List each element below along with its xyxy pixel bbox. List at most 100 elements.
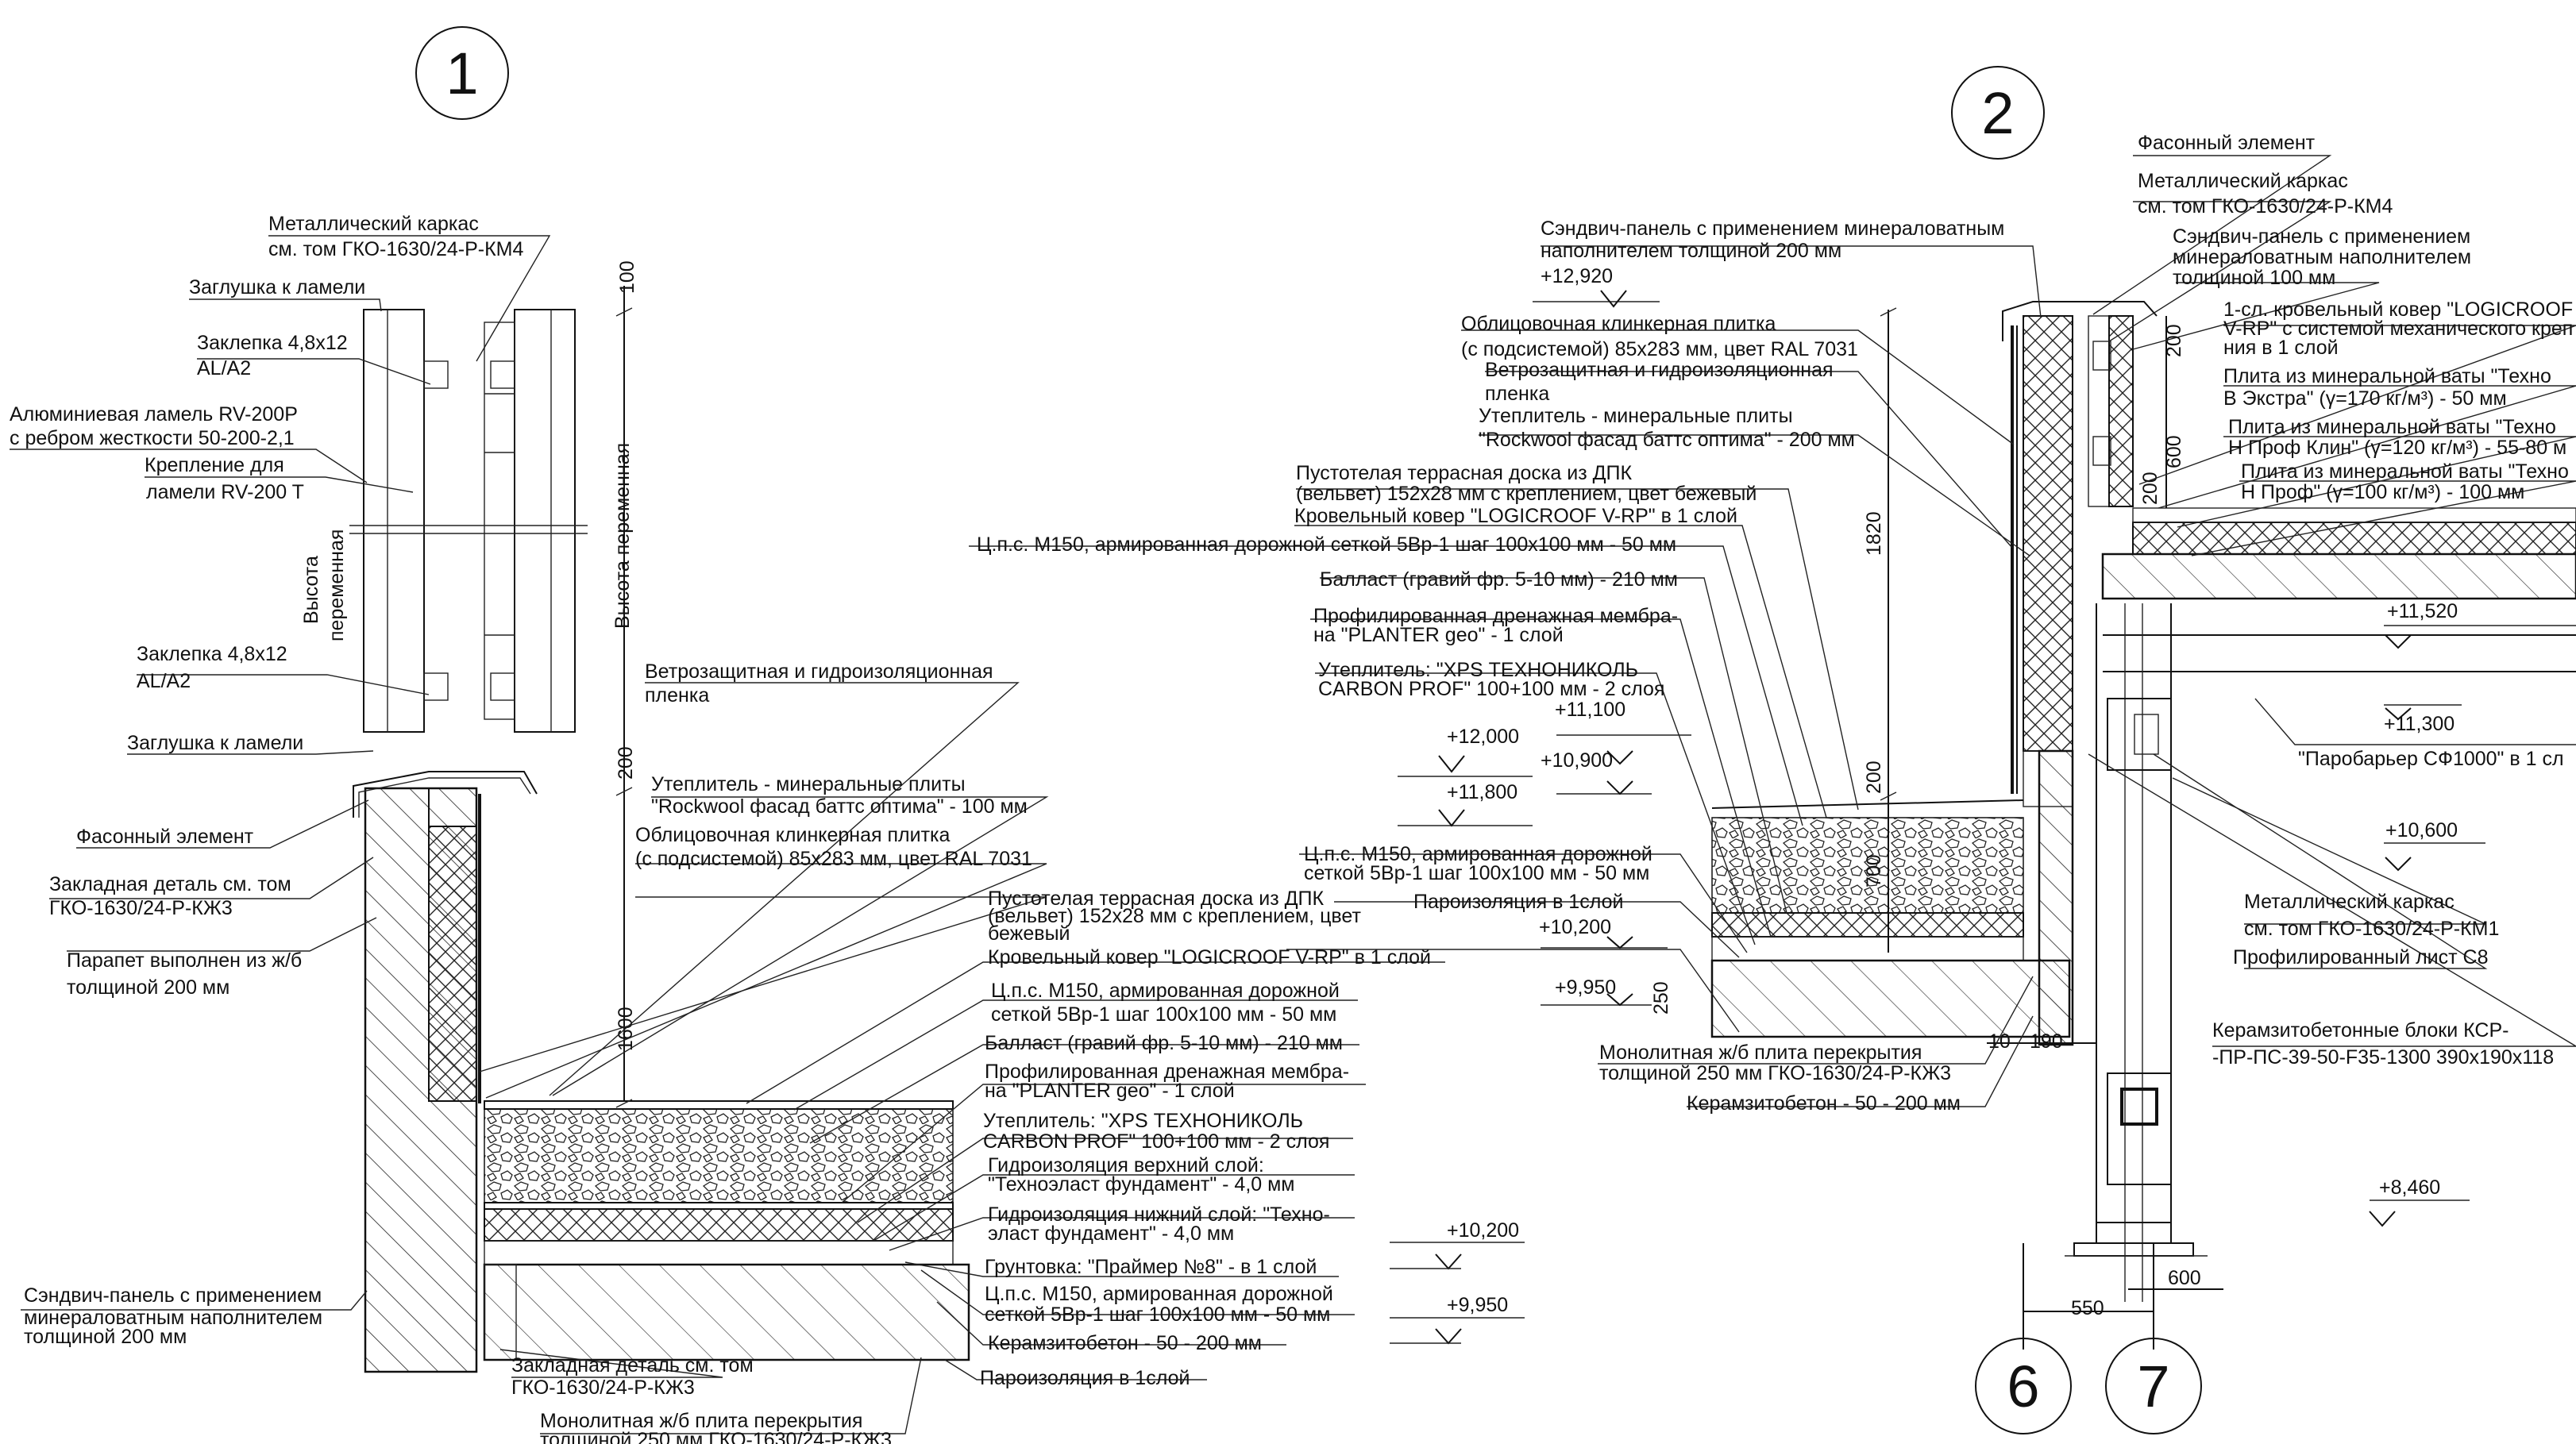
label: Гидроизоляция нижний слой: "Техно-: [988, 1203, 1330, 1226]
label: Фасонный элемент: [2138, 132, 2316, 154]
label: Плита из минеральной ваты "Техно: [2228, 416, 2556, 438]
label: Н Проф" (γ=100 кг/м³) - 100 мм: [2241, 481, 2524, 503]
label: V-RP" с системой механического креп: [2223, 318, 2573, 340]
dim-600-b: 600: [2168, 1267, 2201, 1289]
labels-detail-2: Фасонный элемент Металлический каркас см…: [977, 132, 2573, 1115]
label: ния в 1 слой: [2223, 337, 2339, 359]
label: CARBON PROF" 100+100 мм - 2 слоя: [1318, 678, 1664, 700]
dim-250: 250: [1650, 981, 1672, 1015]
sandwich-panel-100: [2108, 315, 2134, 507]
detail-1: 1 100: [10, 26, 1525, 1444]
label: Облицовочная клинкерная плитка: [1461, 313, 1776, 335]
height-variable-2: переменная: [326, 529, 348, 641]
height-variable-1: Высота: [300, 556, 322, 624]
label: Алюминиевая ламель RV-200P: [10, 403, 298, 425]
dim-height-variable: Высота переменная: [611, 443, 634, 629]
label: ГКО-1630/24-Р-КЖ3: [511, 1377, 695, 1399]
roof-insulation-right: [2132, 522, 2576, 555]
elev-label-9950: +9,950: [1447, 1294, 1508, 1316]
label: сеткой 5Вр-1 шаг 100x100 мм - 50 мм: [985, 1303, 1330, 1326]
elev-label-12920: +12,920: [1541, 265, 1613, 287]
label: Облицовочная клинкерная плитка: [635, 824, 951, 846]
dim-550: 550: [2071, 1297, 2104, 1319]
label: (с подсистемой) 85x283 мм, цвет RAL 7031: [1461, 338, 1858, 360]
label: "Rockwool фасад баттс оптима" - 200 мм: [1479, 429, 1855, 451]
label: см. том ГКО-1630/24-Р-КМ4: [268, 238, 523, 260]
label: -ПР-ПС-39-50-F35-1300 390x190x118: [2212, 1046, 2554, 1069]
label: Закладная деталь см. том: [49, 873, 291, 895]
label: AL/A2: [137, 670, 191, 692]
label: Утеплитель: "XPS ТЕХНОНИКОЛЬ: [1318, 659, 1638, 681]
elevation-marks-d2: +12,920 +12,000 +11,800 +11,100 +10,900 …: [1398, 265, 2576, 1227]
label: сеткой 5Вр-1 шаг 100x100 мм - 50 мм: [1304, 862, 1649, 884]
elev-label-10200: +10,200: [1447, 1219, 1519, 1242]
elev-label-8460: +8,460: [2379, 1176, 2440, 1199]
dim-10: 10: [1988, 1030, 2011, 1053]
label: наполнителем толщиной 200 мм: [1541, 240, 1841, 262]
label: "Техноэласт фундамент" - 4,0 мм: [988, 1173, 1295, 1196]
label: Пустотелая террасная доска из ДПК: [1296, 462, 1633, 484]
label: Грунтовка: "Праймер №8" - в 1 слой: [985, 1256, 1317, 1278]
label: В Экстра" (γ=170 кг/м³) - 50 мм: [2223, 387, 2507, 410]
elev-label-10900: +10,900: [1541, 749, 1613, 772]
label: Заклепка 4,8x12: [197, 332, 348, 354]
label: Ветрозащитная и гидроизоляционная: [1485, 359, 1834, 381]
label: толщиной 200 мм: [67, 976, 229, 999]
label: пленка: [1485, 383, 1549, 405]
label: сеткой 5Вр-1 шаг 100x100 мм - 50 мм: [991, 1003, 1336, 1026]
label: эласт фундамент" - 4,0 мм: [988, 1223, 1234, 1245]
xps-insulation: [484, 1208, 954, 1242]
label: Пароизоляция в 1слой: [1413, 891, 1623, 913]
label: Ц.п.с. М150, армированная дорожной: [985, 1283, 1333, 1305]
label: Профилированная дренажная мембра-: [1313, 605, 1678, 627]
label: (с подсистемой) 85x283 мм, цвет RAL 7031: [635, 848, 1032, 870]
lamella-right: [514, 309, 576, 733]
label: на "PLANTER geo" - 1 слой: [985, 1080, 1235, 1102]
label: ламели RV-200 T: [146, 481, 304, 503]
elev-label-11100: +11,100: [1555, 699, 1625, 721]
label: Фасонный элемент: [76, 826, 254, 848]
label: Заглушка к ламели: [127, 732, 303, 754]
label: толщиной 250 мм ГКО-1630/24-Р-КЖ3: [540, 1429, 892, 1444]
gravel-ballast: [484, 1108, 954, 1203]
label: Керамзитобетон - 50 - 200 мм: [1687, 1092, 1961, 1115]
elev-label-10600: +10,600: [2385, 819, 2458, 841]
label: минераловатным наполнителем: [2173, 246, 2471, 268]
label: "Паробарьер СФ1000" в 1 сл: [2298, 748, 2564, 770]
label: ГКО-1630/24-Р-КЖ3: [49, 897, 233, 919]
dim-200-d2b: 200: [2139, 472, 2161, 505]
label: см. том ГКО-1630/24-Р-КМ1: [2244, 918, 2499, 940]
axis-number-6: 6: [2007, 1354, 2039, 1419]
labels-detail-1: Металлический каркас см. том ГКО-1630/24…: [10, 213, 1431, 1444]
label: Керамзитобетон - 50 - 200 мм: [988, 1332, 1262, 1354]
elev-label-11300: +11,300: [2384, 713, 2455, 735]
label: Пароизоляция в 1слой: [980, 1367, 1190, 1389]
label: толщиной 250 мм ГКО-1630/24-Р-КЖ3: [1599, 1062, 1951, 1084]
label: Монолитная ж/б плита перекрытия: [1599, 1042, 1922, 1064]
label: Сэндвич-панель с применением: [24, 1284, 322, 1307]
label: Заглушка к ламели: [189, 276, 365, 298]
label: Балласт (гравий фр. 5-10 мм) - 210 мм: [985, 1032, 1343, 1054]
label: Ц.п.с. М150, армированная дорожной: [991, 980, 1340, 1002]
label: минераловатным наполнителем: [24, 1307, 322, 1329]
label: Металлический каркас: [268, 213, 479, 235]
elev-label-11800: +11,800: [1447, 781, 1517, 803]
label: Сэндвич-панель с применением минераловат…: [1541, 218, 2004, 240]
label: Профилированный лист С8: [2233, 946, 2488, 968]
label: Утеплитель - минеральные плиты: [651, 773, 966, 795]
label: Сэндвич-панель с применением: [2173, 225, 2470, 248]
dim-190: 190: [2030, 1030, 2063, 1053]
label: CARBON PROF" 100+100 мм - 2 слоя: [983, 1130, 1329, 1153]
label: Монолитная ж/б плита перекрытия: [540, 1410, 862, 1432]
callout-bubble-1: [415, 26, 509, 120]
elevation-9950-d1: +9,950: [1390, 1294, 1525, 1345]
steel-column: [2065, 603, 2208, 1302]
label: толщиной 200 мм: [24, 1326, 187, 1348]
label: Металлический каркас: [2138, 170, 2348, 192]
parapet-insulation: [428, 826, 477, 1102]
leaders-detail-1: [10, 235, 1049, 1434]
concrete-slab: [483, 1263, 970, 1361]
detail-2: 2 6 7: [969, 66, 2576, 1434]
label: "Rockwool фасад баттс оптима" - 100 мм: [651, 795, 1028, 818]
